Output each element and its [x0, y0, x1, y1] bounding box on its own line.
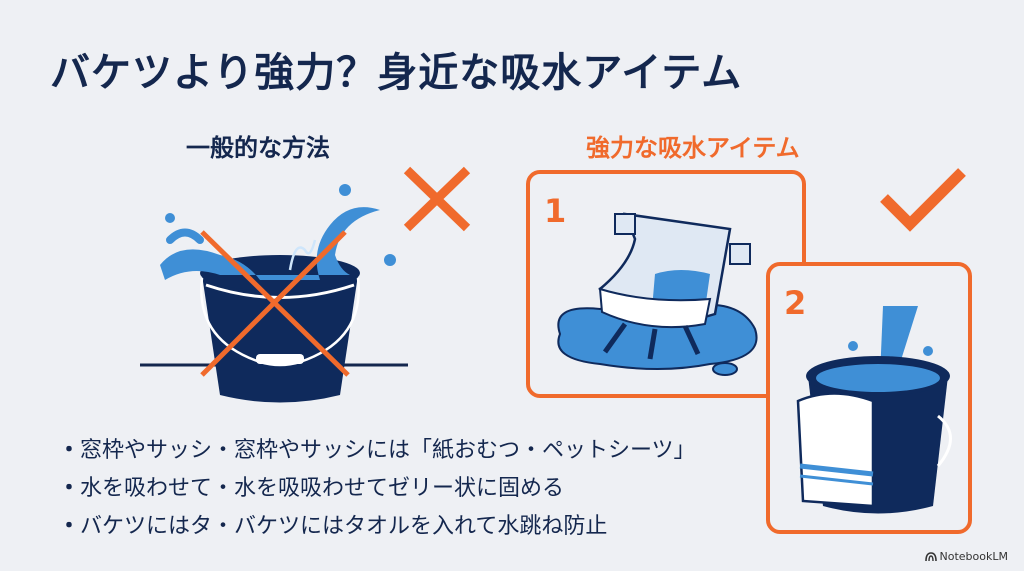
page-title: バケツより強力？身近な吸水アイテム [50, 50, 743, 96]
tip-item: ・窓枠やサッシ・窓枠やサッシには「紙おむつ・ペットシーツ」 [58, 438, 696, 463]
tip-item: ・水を吸わせて・水を吸吸わせてゼリー状に固める [58, 476, 565, 501]
absorbent-item-card-1: 1 [526, 170, 806, 398]
diaper-absorbing-icon [557, 212, 758, 376]
card-number: 1 [544, 192, 567, 230]
card-number: 2 [784, 284, 807, 322]
check-mark-icon [880, 168, 966, 232]
x-mark-icon [403, 166, 471, 232]
notebooklm-watermark: NotebookLM [924, 550, 1008, 563]
absorbent-items-heading: 強力な吸水アイテム [586, 134, 800, 162]
notebooklm-logo-icon [924, 552, 937, 561]
bucket-with-towel-icon [796, 306, 952, 514]
overflowing-bucket-icon [140, 184, 408, 403]
common-method-heading: 一般的な方法 [186, 134, 330, 162]
absorbent-item-card-2: 2 [766, 262, 972, 534]
tips-list: ・窓枠やサッシ・窓枠やサッシには「紙おむつ・ペットシーツ」 ・水を吸わせて・水を… [58, 432, 696, 546]
tip-item: ・バケツにはタ・バケツにはタオルを入れて水跳ね防止 [58, 514, 608, 539]
